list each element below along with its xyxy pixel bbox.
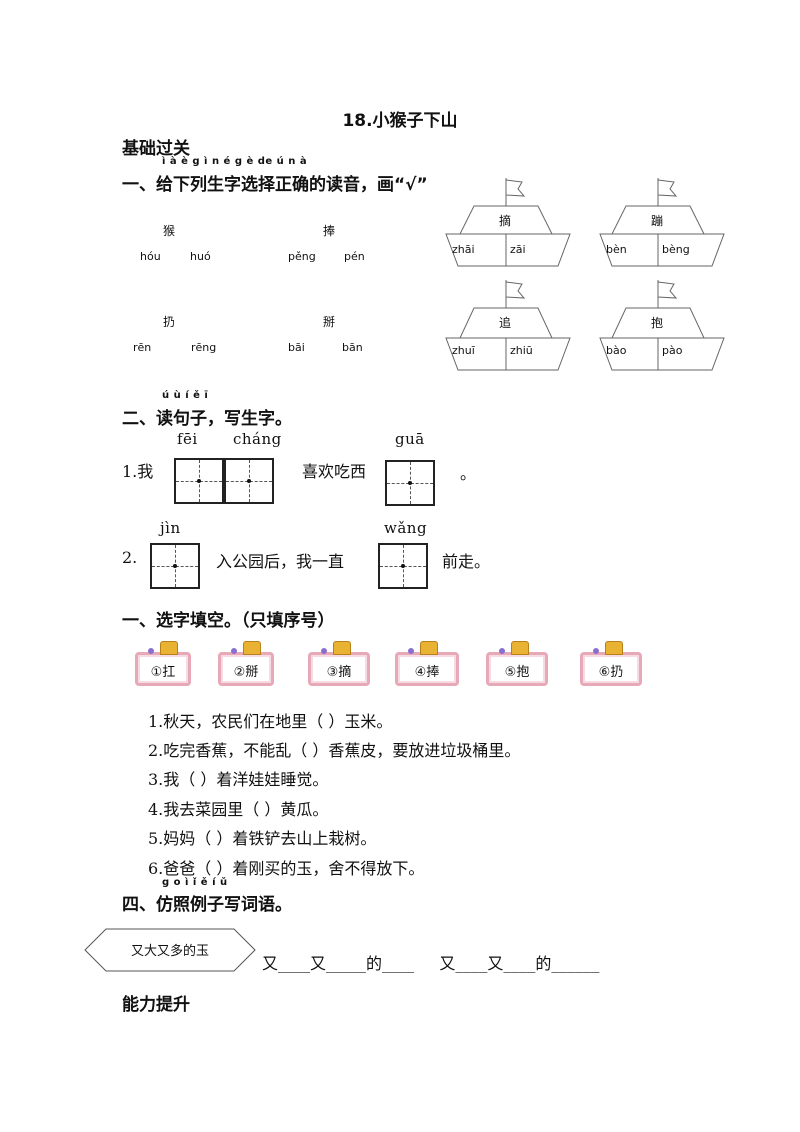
q2-line2-text: 入公园后，我一直 xyxy=(216,552,345,571)
q1-char-2: 捧 xyxy=(323,224,336,238)
q1-option-a-4[interactable]: bāi xyxy=(288,341,305,354)
boat-option-a-4[interactable]: bào xyxy=(606,344,627,357)
section-basic-heading: 基础过关 xyxy=(122,139,190,159)
boat-char-2: 蹦 xyxy=(651,214,664,228)
q1-char-1: 猴 xyxy=(163,224,176,238)
q1-option-a-1[interactable]: hóu xyxy=(140,250,161,263)
q2-heading: 二、读句子，写生字。 xyxy=(122,409,292,429)
crown-icon xyxy=(420,641,438,655)
q1-heading: 一、给下列生字选择正确的读音，画“√” xyxy=(122,175,428,195)
option-chip-5[interactable]: ⑤抱 xyxy=(486,641,548,686)
option-chip-1[interactable]: ①扛 xyxy=(135,641,191,686)
option-chip-3[interactable]: ③摘 xyxy=(308,641,370,686)
gem-icon xyxy=(321,648,327,654)
option-chip-label: ③摘 xyxy=(326,665,352,680)
gem-icon xyxy=(408,648,414,654)
option-chip-label: ⑥扔 xyxy=(598,665,624,680)
q3-sentence-2: 2.吃完香蕉，不能乱（ ）香蕉皮，要放进垃圾桶里。 xyxy=(148,741,521,760)
boat-option-a-1[interactable]: zhāi xyxy=(452,243,475,256)
page-title: 18.小猴子下山 xyxy=(342,111,458,131)
q3-sentence-5: 5.妈妈（ ）着铁铲去山上栽树。 xyxy=(148,829,377,848)
crown-icon xyxy=(511,641,529,655)
q1-option-b-3[interactable]: rēng xyxy=(191,341,217,354)
gem-icon xyxy=(499,648,505,654)
q2-line1-end: 。 xyxy=(460,464,477,483)
boat-option-b-4[interactable]: pào xyxy=(662,344,683,357)
q1-char-3: 扔 xyxy=(163,315,176,329)
boats-illustration xyxy=(445,178,725,371)
q3-sentence-6: 6.爸爸（ ）着刚买的玉，舍不得放下。 xyxy=(148,859,425,878)
q4-blanks[interactable]: 又____又_____的____ 又____又____的______ xyxy=(262,954,600,973)
q2-pinyin-wang: wǎng xyxy=(384,519,428,537)
option-chip-label: ⑤抱 xyxy=(504,665,530,680)
gem-icon xyxy=(231,648,237,654)
q2-ruby: ú ù í ě ī xyxy=(162,390,209,401)
crown-icon xyxy=(605,641,623,655)
writing-grid-2[interactable] xyxy=(224,458,274,504)
option-chip-6[interactable]: ⑥扔 xyxy=(580,641,642,686)
option-chip-label: ①扛 xyxy=(150,665,176,680)
writing-grid-4[interactable] xyxy=(150,543,200,589)
q3-sentence-3: 3.我（ ）着洋娃娃睡觉。 xyxy=(148,770,329,789)
q2-pinyin-jin: jìn xyxy=(160,519,181,537)
q3-sentence-4: 4.我去菜园里（ ）黄瓜。 xyxy=(148,800,329,819)
gem-icon xyxy=(148,648,154,654)
boat-char-1: 摘 xyxy=(499,214,512,228)
q1-option-a-3[interactable]: rēn xyxy=(133,341,152,354)
boat-option-a-3[interactable]: zhuī xyxy=(452,344,475,357)
writing-grid-3[interactable] xyxy=(385,460,435,506)
q4-ruby: g o ì ǐ ě í ǔ xyxy=(162,877,228,888)
option-chip-label: ②掰 xyxy=(233,665,259,680)
writing-grid-1[interactable] xyxy=(174,458,224,504)
option-chip-label: ④捧 xyxy=(414,665,440,680)
example-word: 又大又多的玉 xyxy=(130,944,209,959)
q2-pinyin-fei: fēi xyxy=(177,430,198,448)
q1-option-b-4[interactable]: bān xyxy=(342,341,363,354)
q2-line1-text: 喜欢吃西 xyxy=(302,462,367,481)
boat-option-b-1[interactable]: zāi xyxy=(510,243,526,256)
q2-line2-end: 前走。 xyxy=(442,552,491,571)
example-hexagon xyxy=(84,928,256,972)
q3-sentence-1: 1.秋天，农民们在地里（ ）玉米。 xyxy=(148,712,393,731)
boat-char-4: 抱 xyxy=(651,316,664,330)
q1-option-b-2[interactable]: pén xyxy=(344,250,365,263)
boat-option-b-3[interactable]: zhiū xyxy=(510,344,533,357)
q2-pinyin-chang: cháng xyxy=(233,430,282,448)
crown-icon xyxy=(160,641,178,655)
boat-option-b-2[interactable]: bèng xyxy=(662,243,690,256)
q3-heading: 一、选字填空。（只填序号） xyxy=(122,611,335,631)
boat-char-3: 追 xyxy=(499,316,512,330)
q2-line1-number: 1.我 xyxy=(122,462,154,481)
gem-icon xyxy=(593,648,599,654)
q4-heading: 四、仿照例子写词语。 xyxy=(122,895,292,915)
q1-char-4: 掰 xyxy=(323,315,336,329)
crown-icon xyxy=(333,641,351,655)
option-chip-4[interactable]: ④捧 xyxy=(395,641,459,686)
q2-pinyin-gua: guā xyxy=(395,430,425,448)
q1-option-b-1[interactable]: huó xyxy=(190,250,211,263)
crown-icon xyxy=(243,641,261,655)
section-ability-heading: 能力提升 xyxy=(122,995,190,1015)
q1-ruby: ì à è g ì n é g è de ú n à xyxy=(162,156,308,167)
boat-option-a-2[interactable]: bèn xyxy=(606,243,627,256)
option-chip-2[interactable]: ②掰 xyxy=(218,641,274,686)
q2-line2-number: 2. xyxy=(122,548,138,567)
writing-grid-5[interactable] xyxy=(378,543,428,589)
q1-option-a-2[interactable]: pěng xyxy=(288,250,316,263)
